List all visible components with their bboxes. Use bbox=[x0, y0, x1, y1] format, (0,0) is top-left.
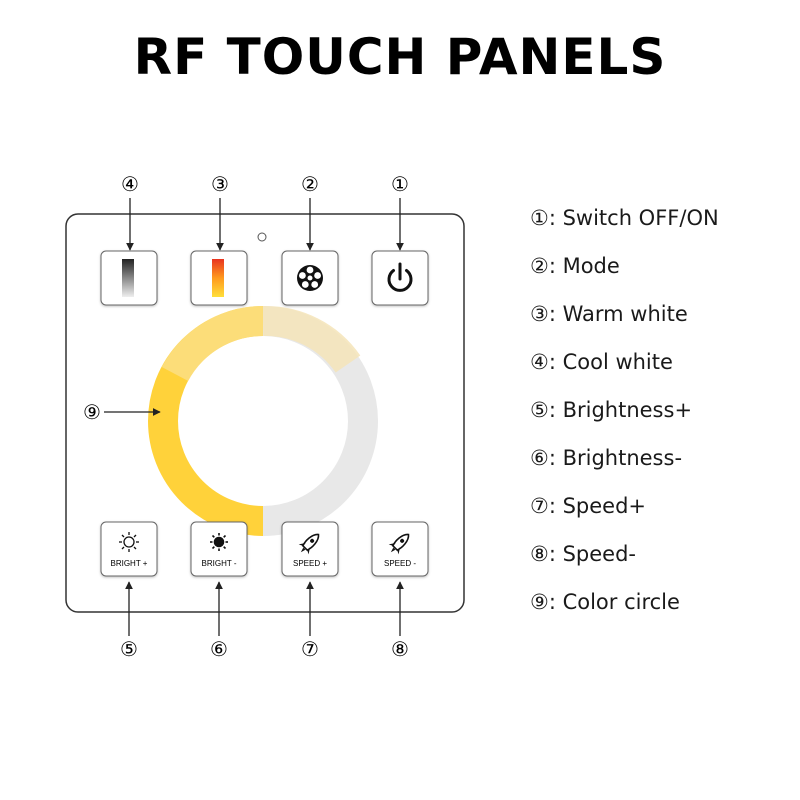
callout-5: ⑤ bbox=[120, 637, 138, 661]
legend-text: : Color circle bbox=[548, 590, 680, 614]
speed-minus-label: SPEED - bbox=[384, 559, 416, 568]
warm-white-button[interactable] bbox=[190, 250, 248, 306]
power-button[interactable] bbox=[371, 250, 429, 306]
legend-item-brightness-plus: ⑤: Brightness+ bbox=[530, 392, 790, 440]
legend-num: ④ bbox=[530, 350, 549, 374]
bright-minus-label: BRIGHT - bbox=[202, 559, 237, 568]
callout-6: ⑥ bbox=[210, 637, 228, 661]
legend-item-speed-minus: ⑧: Speed- bbox=[530, 536, 790, 584]
legend-item-warm-white: ③: Warm white bbox=[530, 296, 790, 344]
speed-plus-label: SPEED + bbox=[293, 559, 327, 568]
bright-plus-label: BRIGHT + bbox=[111, 559, 148, 568]
legend-num: ⑦ bbox=[530, 494, 549, 518]
legend-text: : Mode bbox=[548, 254, 620, 278]
callout-3: ③ bbox=[211, 172, 229, 196]
legend-item-mode: ②: Mode bbox=[530, 248, 790, 296]
legend-text: : Warm white bbox=[548, 302, 688, 326]
legend-item-speed-plus: ⑦: Speed+ bbox=[530, 488, 790, 536]
sun-outline-icon bbox=[119, 532, 139, 552]
legend-num: ① bbox=[530, 206, 549, 230]
legend-num: ⑧ bbox=[530, 542, 549, 566]
bright-plus-button[interactable]: BRIGHT + bbox=[100, 521, 158, 577]
color-circle[interactable] bbox=[148, 305, 378, 536]
callout-4: ④ bbox=[121, 172, 139, 196]
legend-list: ①: Switch OFF/ON ②: Mode ③: Warm white ④… bbox=[530, 200, 790, 632]
legend-text: : Brightness+ bbox=[548, 398, 693, 422]
legend-text: : Cool white bbox=[548, 350, 673, 374]
indicator-led bbox=[257, 232, 267, 242]
rocket-icon bbox=[388, 533, 410, 555]
bright-minus-button[interactable]: BRIGHT - bbox=[190, 521, 248, 577]
rocket-icon bbox=[298, 533, 320, 555]
legend-num: ⑤ bbox=[530, 398, 549, 422]
panel-frame bbox=[65, 213, 465, 613]
legend-num: ② bbox=[530, 254, 549, 278]
cool-white-gradient-icon bbox=[122, 259, 134, 297]
speed-minus-button[interactable]: SPEED - bbox=[371, 521, 429, 577]
color-circle-warm-light bbox=[161, 306, 264, 382]
legend-text: : Speed- bbox=[548, 542, 636, 566]
legend-text: : Speed+ bbox=[548, 494, 647, 518]
callout-8: ⑧ bbox=[391, 637, 409, 661]
legend-num: ③ bbox=[530, 302, 549, 326]
legend-item-brightness-minus: ⑥: Brightness- bbox=[530, 440, 790, 488]
legend-num: ⑥ bbox=[530, 446, 549, 470]
callout-9: ⑨ bbox=[83, 400, 101, 424]
legend-num: ⑨ bbox=[530, 590, 549, 614]
film-reel-icon bbox=[297, 265, 323, 291]
callout-2: ② bbox=[301, 172, 319, 196]
legend-item-cool-white: ④: Cool white bbox=[530, 344, 790, 392]
callout-1: ① bbox=[391, 172, 409, 196]
sun-filled-icon bbox=[210, 533, 228, 551]
legend-text: : Brightness- bbox=[548, 446, 683, 470]
legend-item-switch: ①: Switch OFF/ON bbox=[530, 200, 790, 248]
speed-plus-button[interactable]: SPEED + bbox=[281, 521, 339, 577]
cool-white-button[interactable] bbox=[100, 250, 158, 306]
warm-white-gradient-icon bbox=[212, 259, 224, 297]
mode-button[interactable] bbox=[281, 250, 339, 306]
legend-text: : Switch OFF/ON bbox=[548, 206, 719, 230]
callout-7: ⑦ bbox=[301, 637, 319, 661]
power-icon bbox=[387, 262, 413, 292]
color-circle-cool-blend bbox=[262, 305, 361, 373]
legend-item-color-circle: ⑨: Color circle bbox=[530, 584, 790, 632]
page-title: RF TOUCH PANELS bbox=[133, 28, 667, 86]
